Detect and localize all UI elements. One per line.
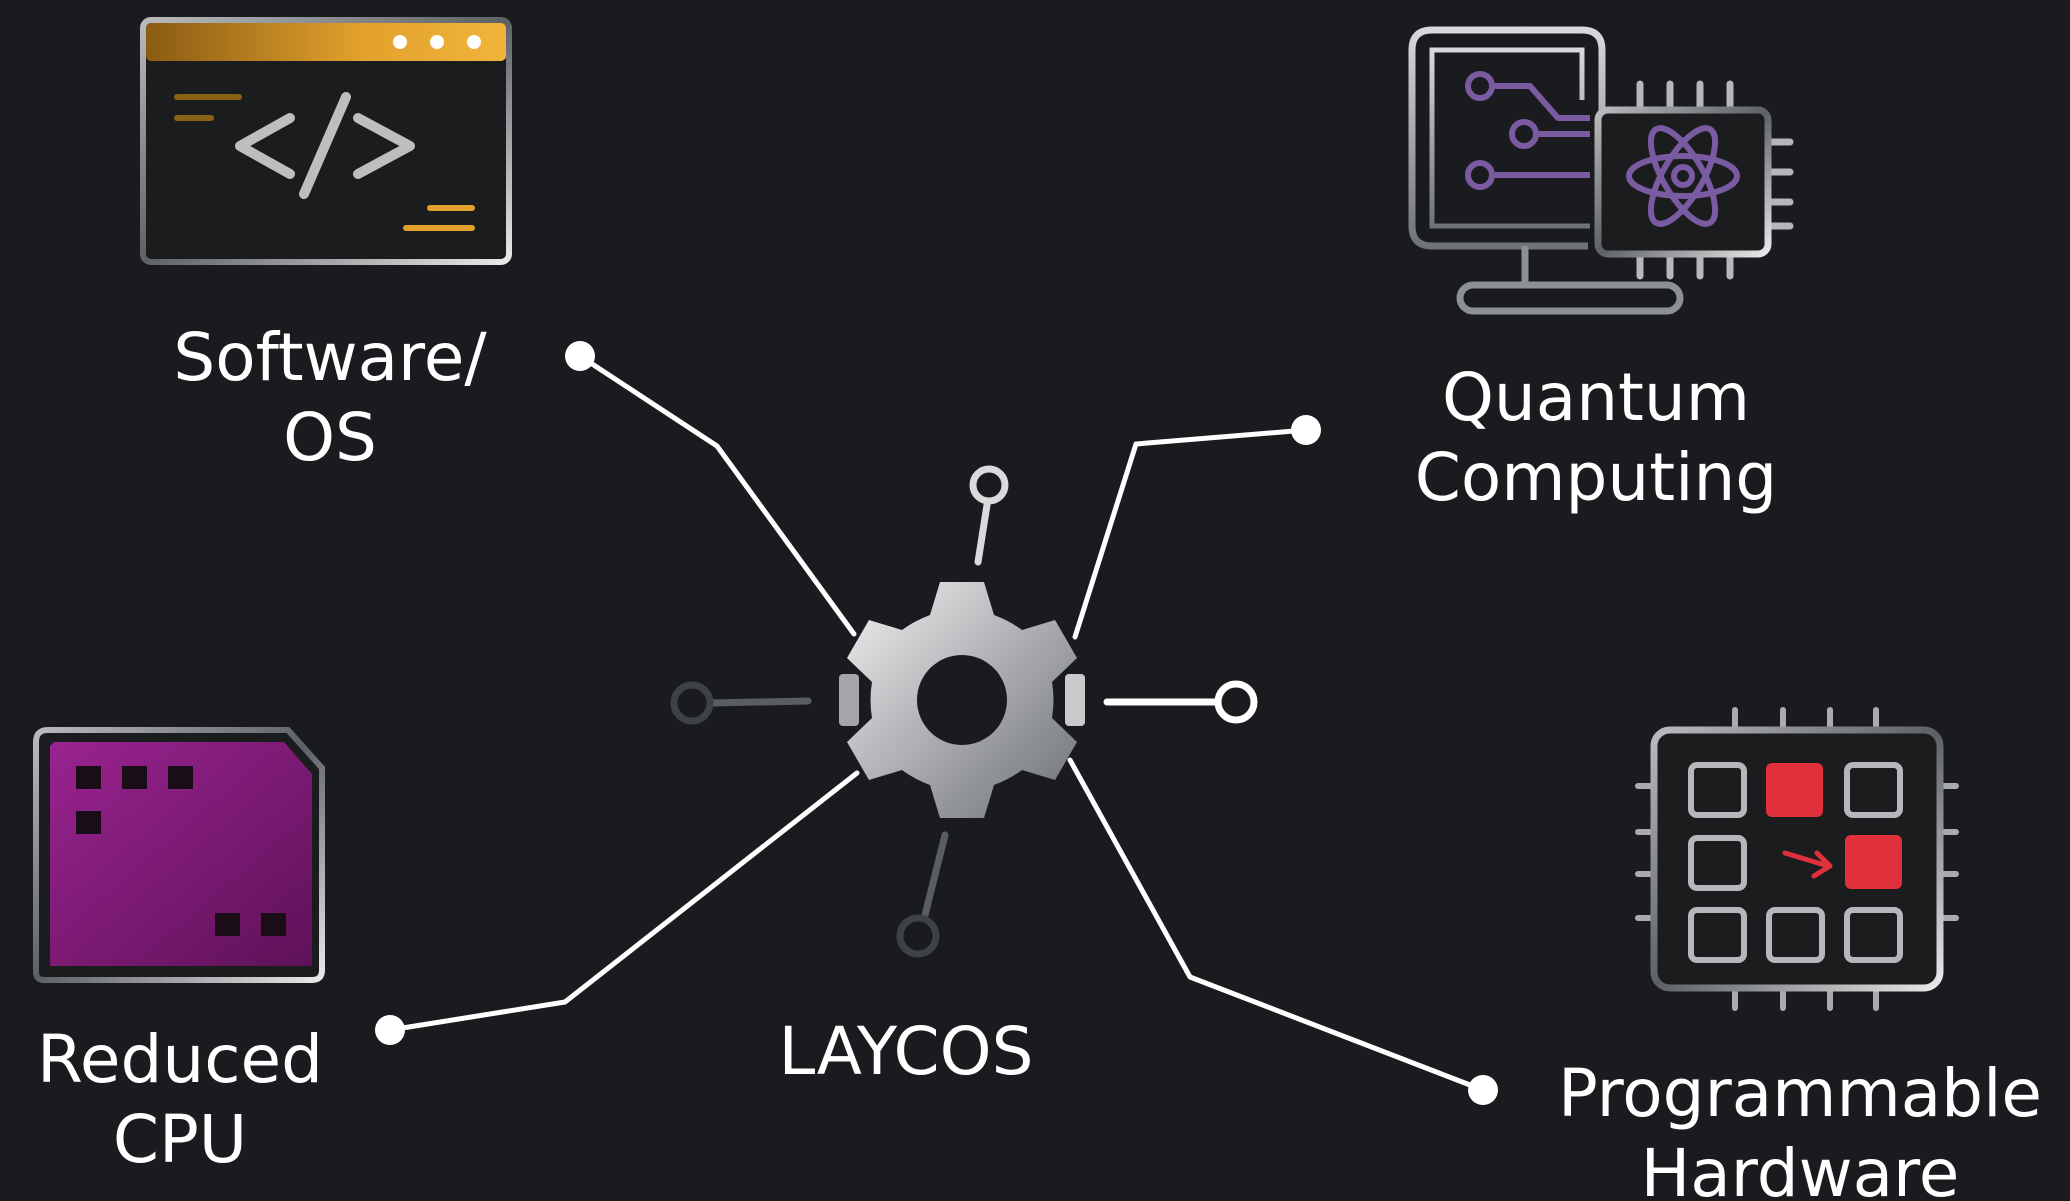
code-window-icon: [140, 17, 512, 265]
stub-left: [670, 681, 812, 725]
label-software-os-line2: OS: [283, 399, 377, 476]
connector-quantum: [1072, 427, 1309, 640]
label-reduced-cpu: Reduced CPU: [20, 1020, 340, 1180]
label-programmable-hardware: Programmable Hardware: [1530, 1054, 2070, 1201]
label-programmable-hardware-line2: Hardware: [1640, 1135, 1960, 1201]
connector-reduced-cpu-dot: [375, 1015, 405, 1045]
connector-programmable-hardware: [1067, 757, 1486, 1093]
connector-quantum-dot: [1291, 415, 1321, 445]
label-quantum-computing-line2: Computing: [1414, 439, 1778, 516]
label-quantum-computing: Quantum Computing: [1396, 358, 1796, 518]
quantum-computer-icon: [1408, 26, 1794, 315]
center-label-text: LAYCOS: [778, 1013, 1034, 1090]
sim-chip-icon: [33, 727, 325, 983]
connector-software: [577, 353, 857, 637]
label-reduced-cpu-line1: Reduced: [36, 1021, 323, 1098]
stub-right: [1103, 680, 1258, 724]
label-software-os: Software/ OS: [150, 318, 510, 478]
gear-icon: [839, 582, 1085, 818]
connector-software-dot: [565, 341, 595, 371]
fpga-chip-icon: [1635, 707, 1959, 1011]
connector-programmable-hardware-dot: [1468, 1075, 1498, 1105]
label-programmable-hardware-line1: Programmable: [1557, 1055, 2043, 1132]
stub-top: [969, 465, 1009, 566]
stub-bottom: [896, 831, 949, 958]
label-reduced-cpu-line2: CPU: [112, 1101, 248, 1178]
connector-reduced-cpu: [387, 770, 860, 1033]
center-label: LAYCOS: [706, 1012, 1106, 1092]
label-quantum-computing-line1: Quantum: [1441, 359, 1751, 436]
label-software-os-line1: Software/: [173, 319, 487, 396]
